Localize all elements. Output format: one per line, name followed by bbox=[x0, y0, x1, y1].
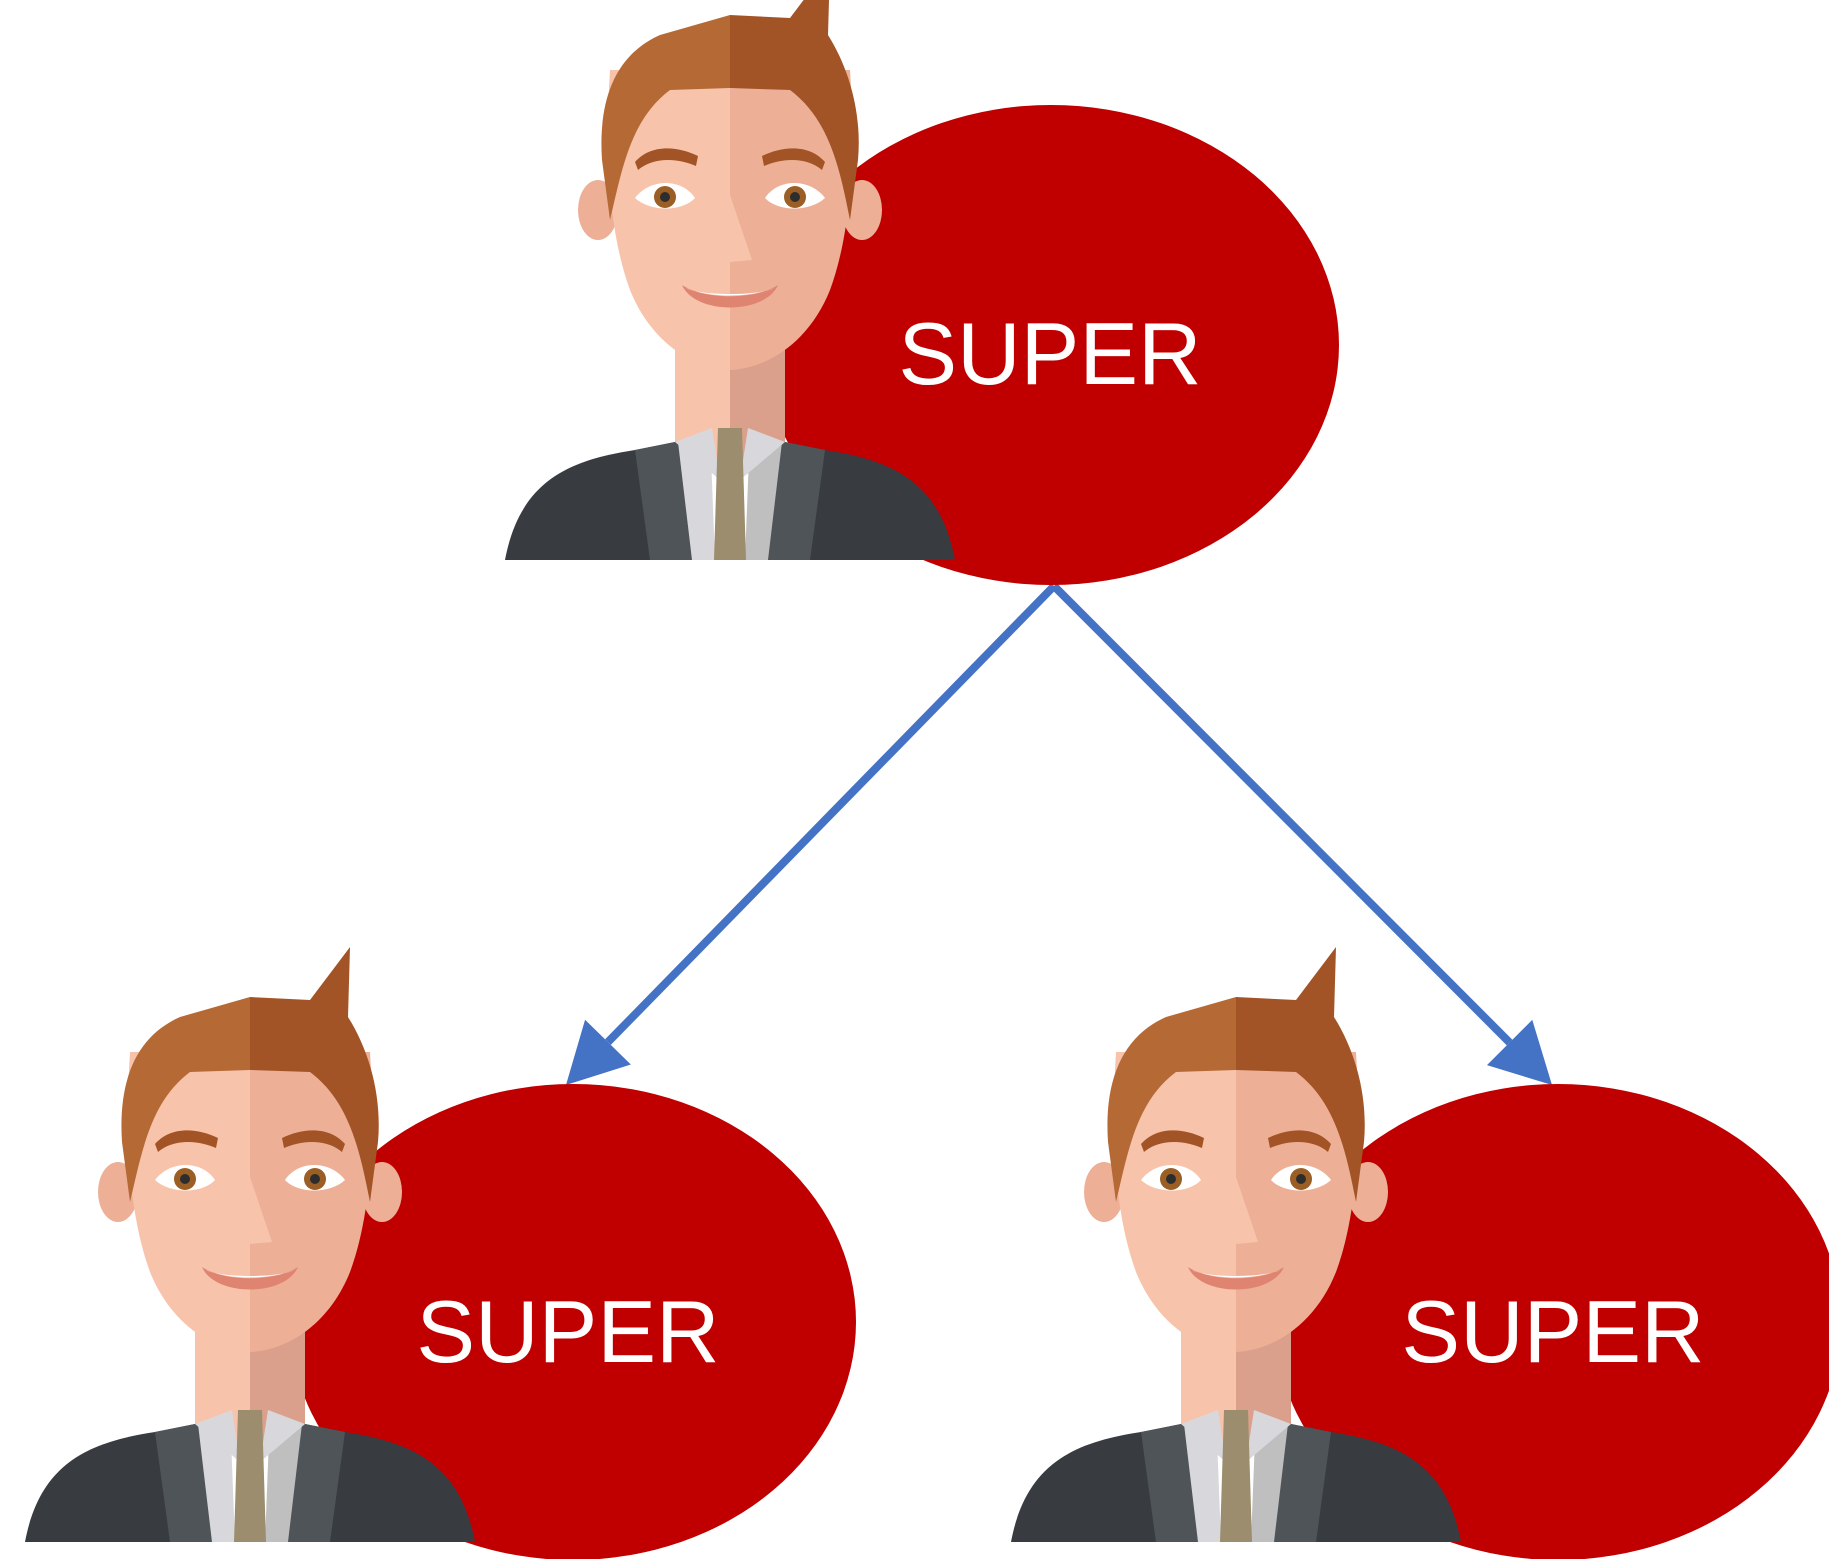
arrow-head bbox=[1486, 1019, 1552, 1085]
arrow-head bbox=[566, 1019, 631, 1085]
speech-bubble bbox=[763, 105, 1339, 585]
speech-bubble bbox=[1275, 1084, 1829, 1559]
node-label: SUPER bbox=[416, 1282, 719, 1381]
arrow-shaft bbox=[605, 583, 1057, 1045]
node-bottom-left: SUPER bbox=[25, 947, 856, 1559]
edges-layer bbox=[566, 583, 1552, 1085]
node-label: SUPER bbox=[1401, 1282, 1704, 1381]
arrow-top-to-bottom-right bbox=[1051, 583, 1552, 1085]
arrow-top-to-bottom-left bbox=[566, 583, 1057, 1085]
node-bottom-right: SUPER bbox=[1011, 947, 1829, 1559]
arrow-shaft bbox=[1051, 583, 1513, 1046]
node-top: SUPER bbox=[505, 0, 1339, 585]
node-label: SUPER bbox=[898, 304, 1201, 403]
speech-bubble bbox=[290, 1084, 856, 1559]
